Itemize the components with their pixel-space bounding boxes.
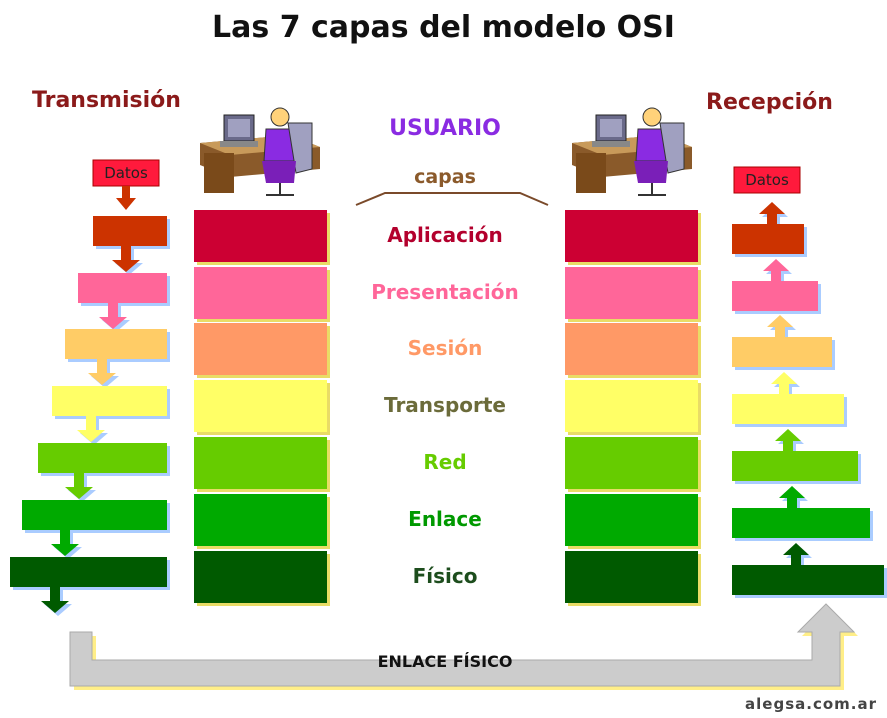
down-arrow bbox=[52, 386, 167, 442]
layer-block-right bbox=[565, 437, 698, 489]
layer-block-left bbox=[194, 551, 327, 603]
person-head bbox=[642, 107, 662, 127]
credit: alegsa.com.ar bbox=[745, 695, 877, 713]
up-arrow bbox=[732, 429, 858, 481]
down-arrow bbox=[78, 273, 167, 329]
keyboard bbox=[220, 141, 258, 147]
up-arrow bbox=[732, 543, 884, 595]
layer-label: Presentación bbox=[371, 280, 519, 304]
layer-block-left bbox=[194, 437, 327, 489]
layer-label: Enlace bbox=[408, 507, 482, 531]
layer-block-left bbox=[194, 323, 327, 375]
transmission-title: Transmisión bbox=[32, 88, 181, 113]
person-legs bbox=[634, 161, 668, 183]
down-arrow bbox=[10, 557, 167, 613]
reception-title: Recepción bbox=[706, 90, 833, 115]
layers-header: capas bbox=[414, 166, 476, 188]
datos-right-label: Datos bbox=[745, 171, 789, 189]
physical-link-label: ENLACE FÍSICO bbox=[377, 652, 513, 671]
layer-label: Aplicación bbox=[387, 223, 503, 247]
diagram-title: Las 7 capas del modelo OSI bbox=[212, 10, 675, 45]
layer-block-right bbox=[565, 380, 698, 432]
desk-drawer bbox=[576, 153, 606, 193]
monitor-screen bbox=[600, 119, 622, 137]
layer-block-left bbox=[194, 494, 327, 546]
down-arrow bbox=[38, 443, 167, 499]
up-arrow bbox=[732, 259, 818, 311]
person-legs bbox=[262, 161, 296, 183]
monitor-screen bbox=[228, 119, 250, 137]
desk-drawer bbox=[204, 153, 234, 193]
layer-block-right bbox=[565, 267, 698, 319]
layer-block-left bbox=[194, 210, 327, 262]
layer-block-right bbox=[565, 323, 698, 375]
layer-block-left bbox=[194, 380, 327, 432]
down-arrow bbox=[93, 216, 167, 272]
up-arrow bbox=[732, 315, 832, 367]
up-arrow bbox=[732, 486, 870, 538]
layer-block-right bbox=[565, 494, 698, 546]
capas-bracket bbox=[355, 192, 549, 206]
layer-block-right bbox=[565, 210, 698, 262]
right-user-computer-icon bbox=[572, 107, 692, 196]
down-arrow bbox=[22, 500, 167, 556]
chair-back bbox=[659, 122, 685, 174]
physical-link-arrow bbox=[69, 603, 856, 687]
layer-label: Red bbox=[423, 450, 467, 474]
left-user-computer-icon bbox=[200, 107, 320, 196]
up-arrow bbox=[732, 372, 844, 424]
layer-block-left bbox=[194, 267, 327, 319]
keyboard bbox=[592, 141, 630, 147]
layer-label: Sesión bbox=[407, 336, 483, 360]
datos-left-label: Datos bbox=[104, 164, 148, 182]
up-arrow bbox=[732, 202, 804, 254]
chair-back bbox=[287, 122, 313, 174]
person-head bbox=[270, 107, 290, 127]
layer-block-right bbox=[565, 551, 698, 603]
datos-left-arrow bbox=[116, 186, 136, 210]
user-label: USUARIO bbox=[389, 116, 501, 141]
datos-right-box bbox=[733, 166, 801, 194]
down-arrow bbox=[65, 329, 167, 385]
layer-label: Físico bbox=[412, 564, 478, 588]
layer-label: Transporte bbox=[384, 393, 506, 417]
